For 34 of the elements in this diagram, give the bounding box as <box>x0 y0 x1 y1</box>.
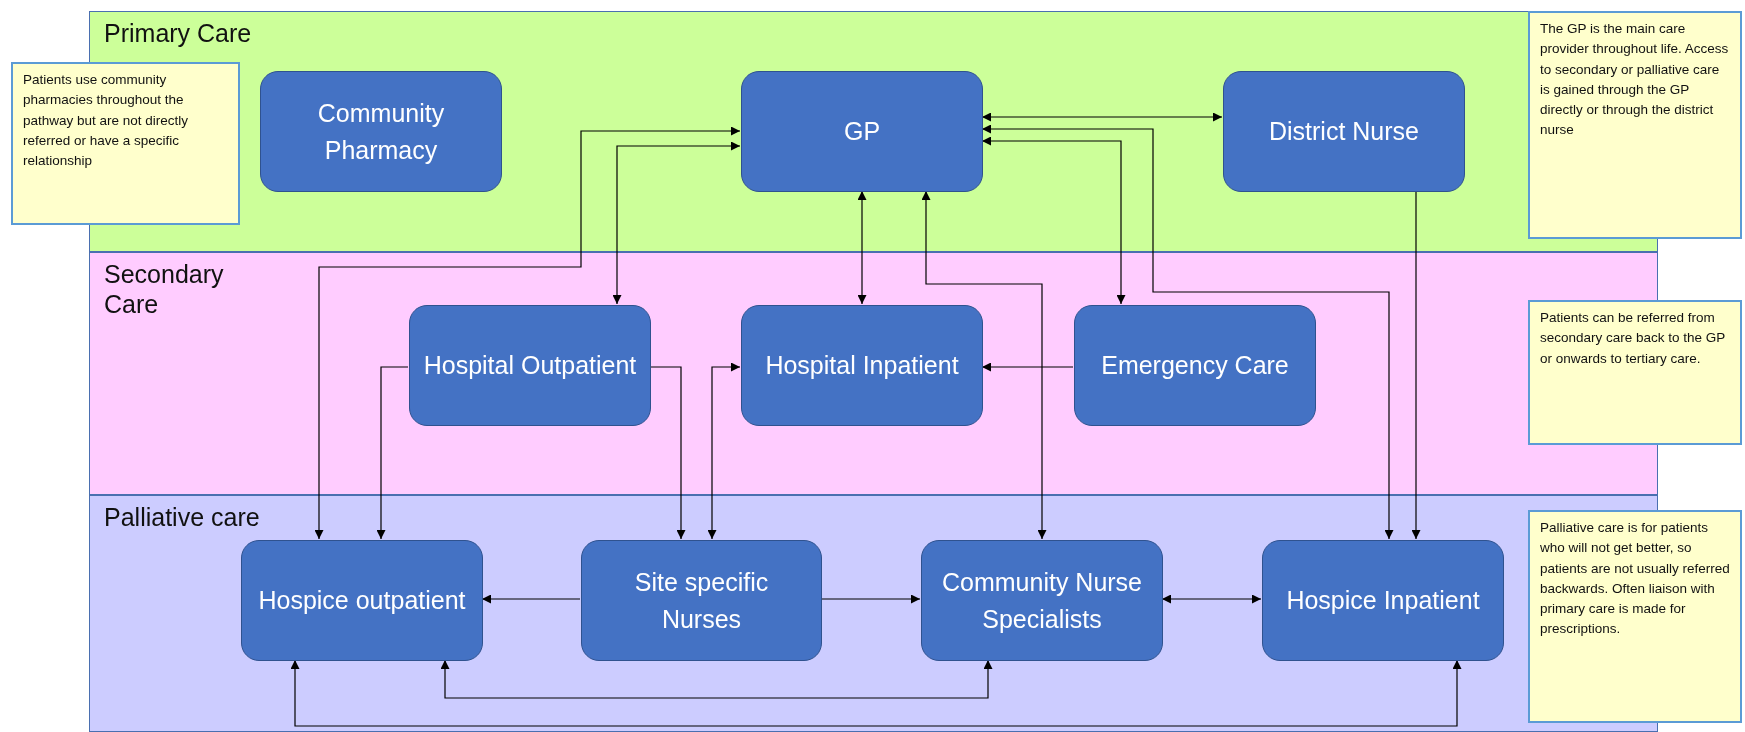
lane-heading: Primary Care <box>104 18 252 48</box>
arrow <box>290 659 1462 727</box>
arrow <box>707 362 741 540</box>
process-box: GP <box>741 71 983 192</box>
note-box: Palliative care is for patients who will not get better, so patients are not usually referred backwards. Often liaison with primary care is made for prescriptions. <box>1528 510 1742 723</box>
process-box: Hospital Outpatient <box>409 305 651 426</box>
process-box: Community Pharmacy <box>260 71 502 192</box>
arrow <box>1411 190 1421 540</box>
arrow <box>612 141 741 305</box>
arrow <box>440 659 993 699</box>
arrow <box>857 190 867 305</box>
process-box: Community Nurse Specialists <box>921 540 1163 661</box>
note-box: The GP is the main care provider throughout life. Access to secondary or palliative care is gained through the GP directly or through the district nurse <box>1528 11 1742 239</box>
arrow <box>481 594 581 604</box>
note-box: Patients can be referred from secondary care back to the GP or onwards to tertiary care. <box>1528 300 1742 445</box>
process-box: Emergency Care <box>1074 305 1316 426</box>
arrow <box>921 190 1047 540</box>
arrow <box>376 366 409 540</box>
process-box: Hospital Inpatient <box>741 305 983 426</box>
arrow <box>981 124 1394 540</box>
arrow <box>649 366 686 540</box>
process-box: Site specific Nurses <box>581 540 822 661</box>
process-box: District Nurse <box>1223 71 1465 192</box>
arrow <box>314 126 741 540</box>
note-box: Patients use community pharmacies throughout the pathway but are not directly referred or have a specific relationship <box>11 62 240 225</box>
process-box: Hospice outpatient <box>241 540 483 661</box>
arrow <box>820 594 921 604</box>
arrow <box>981 112 1223 122</box>
lane-heading: Secondary Care <box>104 259 225 319</box>
arrow <box>981 136 1126 305</box>
lane-heading: Palliative care <box>104 502 260 532</box>
process-box: Hospice Inpatient <box>1262 540 1504 661</box>
arrow <box>1161 594 1262 604</box>
arrow <box>981 362 1074 372</box>
